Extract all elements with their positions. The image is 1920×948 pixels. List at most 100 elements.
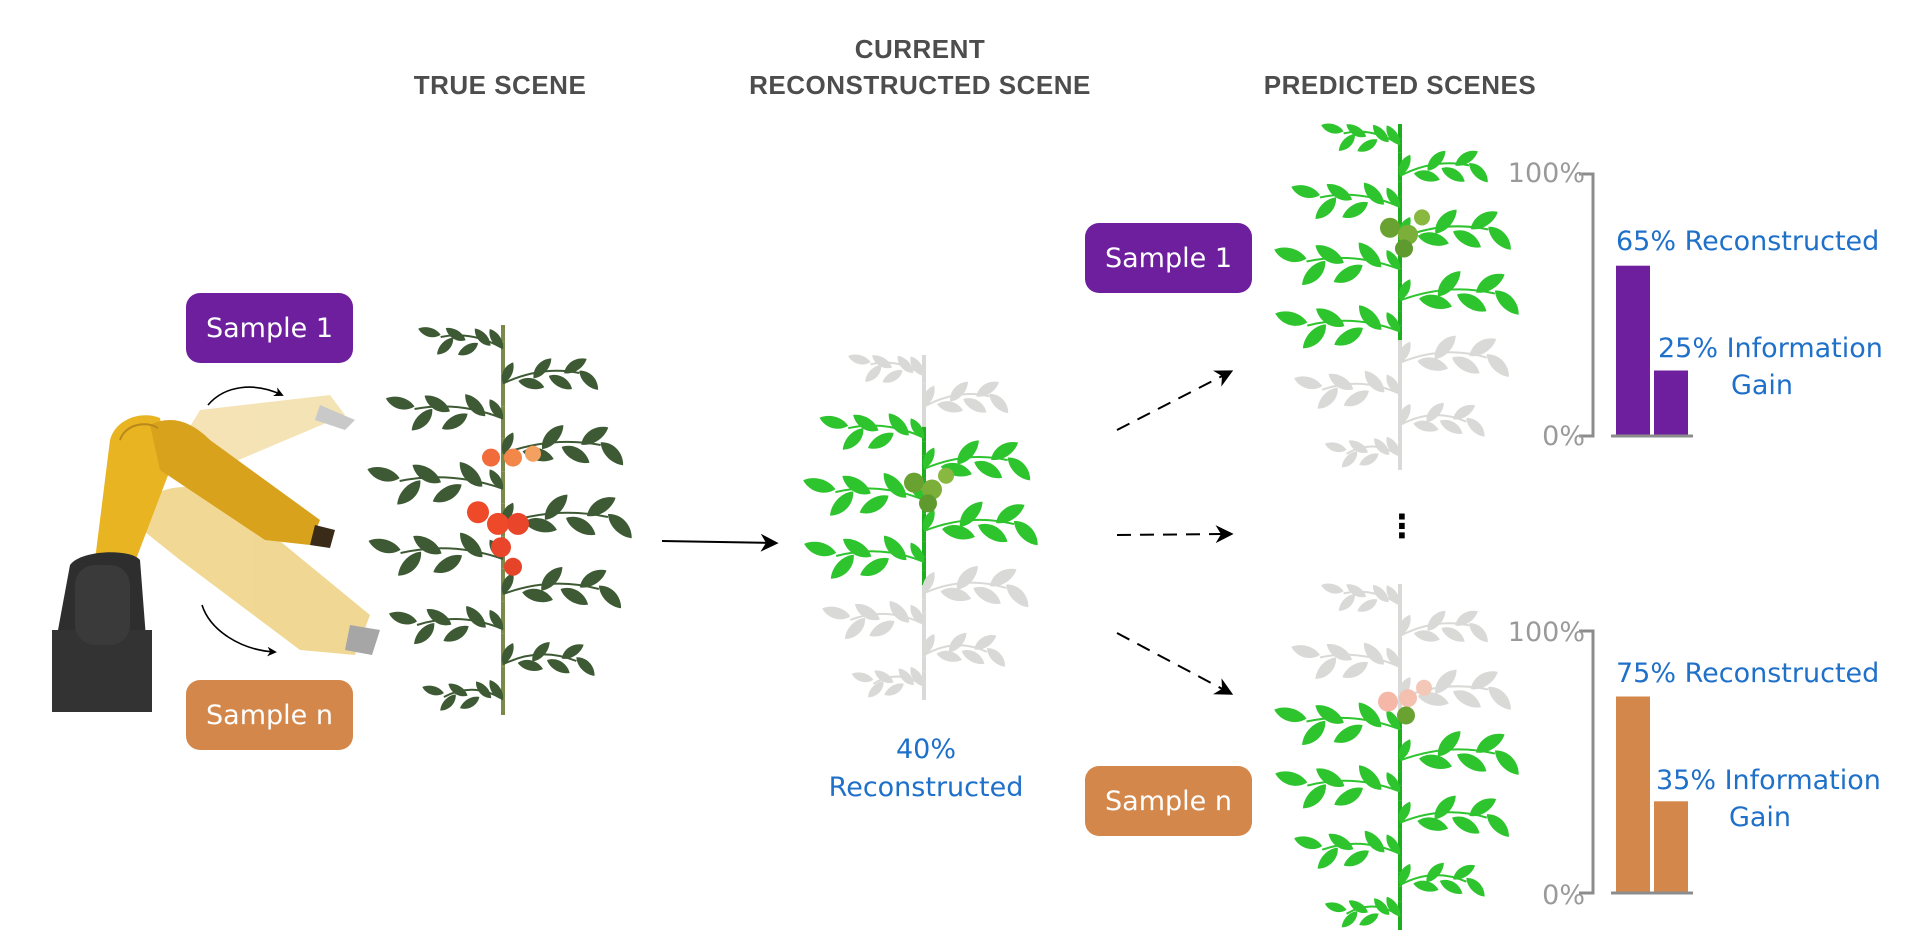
- plant-leaf: [1311, 194, 1342, 223]
- tomato-fruit: [467, 501, 489, 524]
- chart-n-gain-label-line1: 35% Information: [1656, 765, 1881, 796]
- plant-leaf: [1272, 702, 1309, 727]
- plant-leaf: [1339, 658, 1372, 683]
- dashed-arrow-middle-icon: [1116, 525, 1234, 544]
- plant-leaf: [984, 643, 1009, 671]
- tomato-fruit: [1380, 217, 1400, 238]
- plant-leaf: [1463, 413, 1489, 441]
- current-scene-heading-line1: CURRENT: [854, 34, 986, 64]
- plant-leaf: [439, 410, 471, 434]
- chart-1-reconstructed-label: 65% Reconstructed: [1616, 226, 1880, 257]
- chart-1-tick-0: 0%: [1542, 421, 1585, 452]
- plant-leaf: [846, 351, 872, 368]
- plant-leaf: [1331, 783, 1367, 811]
- plant-leaf: [604, 508, 637, 543]
- plant-branch: [1306, 716, 1401, 731]
- plant-leaf: [1273, 766, 1309, 791]
- bar-information-gain: [1654, 801, 1688, 893]
- plant-leaf: [1355, 596, 1381, 615]
- plant-leaf: [820, 602, 852, 624]
- y-axis: [1579, 172, 1595, 438]
- tomato-fruit: [482, 448, 500, 467]
- predicted-scenes-heading: PREDICTED SCENES: [1263, 70, 1537, 100]
- tomato-fruit: [1378, 691, 1398, 712]
- plant-leaf: [1340, 847, 1373, 871]
- plant-leaf: [850, 669, 875, 686]
- tomato-fruit: [487, 512, 509, 535]
- dashed-arrow-down-icon: [1116, 632, 1234, 695]
- plant-leaf: [986, 389, 1012, 417]
- plant-leaf: [1355, 136, 1381, 155]
- robot-base: [52, 552, 152, 712]
- bar-information-gain: [1654, 370, 1688, 436]
- plant-branch: [1321, 382, 1401, 395]
- sample-n-button-left[interactable]: Sample n: [186, 680, 353, 750]
- plant-leaf: [1412, 417, 1441, 436]
- plant-leaf: [1297, 717, 1331, 750]
- chart-1-tick-100: 100%: [1507, 158, 1585, 189]
- tomato-fruit: [504, 448, 522, 467]
- plant-leaf: [1466, 158, 1492, 186]
- robot-pose-main: [95, 415, 335, 575]
- current-scene-heading-line2: RECONSTRUCTED SCENE: [749, 70, 1091, 100]
- plant-leaf: [1484, 681, 1516, 715]
- plant-leaf: [393, 548, 427, 581]
- tomato-fruit: [1416, 679, 1432, 696]
- plant-branch: [399, 476, 504, 490]
- plant-leaf: [457, 694, 482, 712]
- plant-leaf: [409, 619, 440, 649]
- plant-leaf: [1331, 323, 1367, 351]
- plant-branch: [400, 547, 504, 560]
- plant-leaf: [1319, 580, 1345, 597]
- sample-1-label: Sample 1: [206, 312, 333, 344]
- plant-leaf: [1491, 744, 1524, 780]
- plant-branch: [1306, 256, 1401, 271]
- bar-reconstructed: [1616, 265, 1650, 436]
- plant-leaf: [1289, 640, 1322, 663]
- plant-leaf: [826, 551, 860, 584]
- plant-leaf: [420, 682, 445, 699]
- plant-branch: [835, 550, 925, 563]
- plant-leaf: [1463, 873, 1489, 901]
- plant-leaf: [407, 405, 438, 435]
- plant-leaf: [1298, 320, 1332, 353]
- predicted-plant-sample-1-image: [1272, 120, 1524, 471]
- plant-branch: [1321, 842, 1401, 855]
- plant-leaf: [1319, 120, 1345, 137]
- robot-pose-ghost-lower: [130, 486, 380, 655]
- dashed-arrow-up-icon: [1116, 370, 1234, 431]
- plant-branch: [835, 487, 925, 501]
- tomato-fruit: [904, 472, 924, 493]
- tomato-fruit: [491, 537, 511, 558]
- plant-leaf: [1289, 180, 1322, 203]
- sample-1-button-left[interactable]: Sample 1: [186, 293, 353, 363]
- plant-leaf: [516, 656, 545, 675]
- current-percent-label: 40%: [895, 734, 956, 765]
- plant-leaf: [1357, 910, 1382, 929]
- rotate-down-arrow-icon: [201, 604, 277, 657]
- plant-leaf: [880, 367, 906, 386]
- plant-leaf: [1311, 654, 1342, 683]
- plant-leaf: [1330, 720, 1367, 748]
- tomato-fruit: [525, 445, 541, 462]
- plant-leaf: [857, 554, 893, 581]
- y-axis: [1579, 629, 1595, 895]
- plant-leaf: [1298, 780, 1332, 813]
- plant-leaf: [1330, 260, 1367, 288]
- plant-leaf: [1273, 306, 1309, 331]
- plant-leaf: [1412, 877, 1441, 896]
- plant-leaf: [392, 476, 427, 510]
- sample-1-button-right[interactable]: Sample 1: [1085, 223, 1252, 293]
- true-scene-plant-image: [365, 323, 637, 715]
- sample-n-button-right[interactable]: Sample n: [1085, 766, 1252, 836]
- tomato-fruit: [1395, 239, 1413, 258]
- plant-branch: [1319, 653, 1401, 668]
- sample-1-label: Sample 1: [1105, 242, 1232, 274]
- plant-leaf: [801, 473, 838, 498]
- more-samples-ellipsis-icon: ⋮: [1386, 507, 1418, 545]
- bar-chart-sample-1: [1579, 172, 1693, 438]
- plant-leaf: [802, 537, 838, 561]
- plant-leaf: [1483, 349, 1514, 382]
- plant-leaf: [573, 652, 599, 680]
- plant-leaf: [825, 487, 859, 521]
